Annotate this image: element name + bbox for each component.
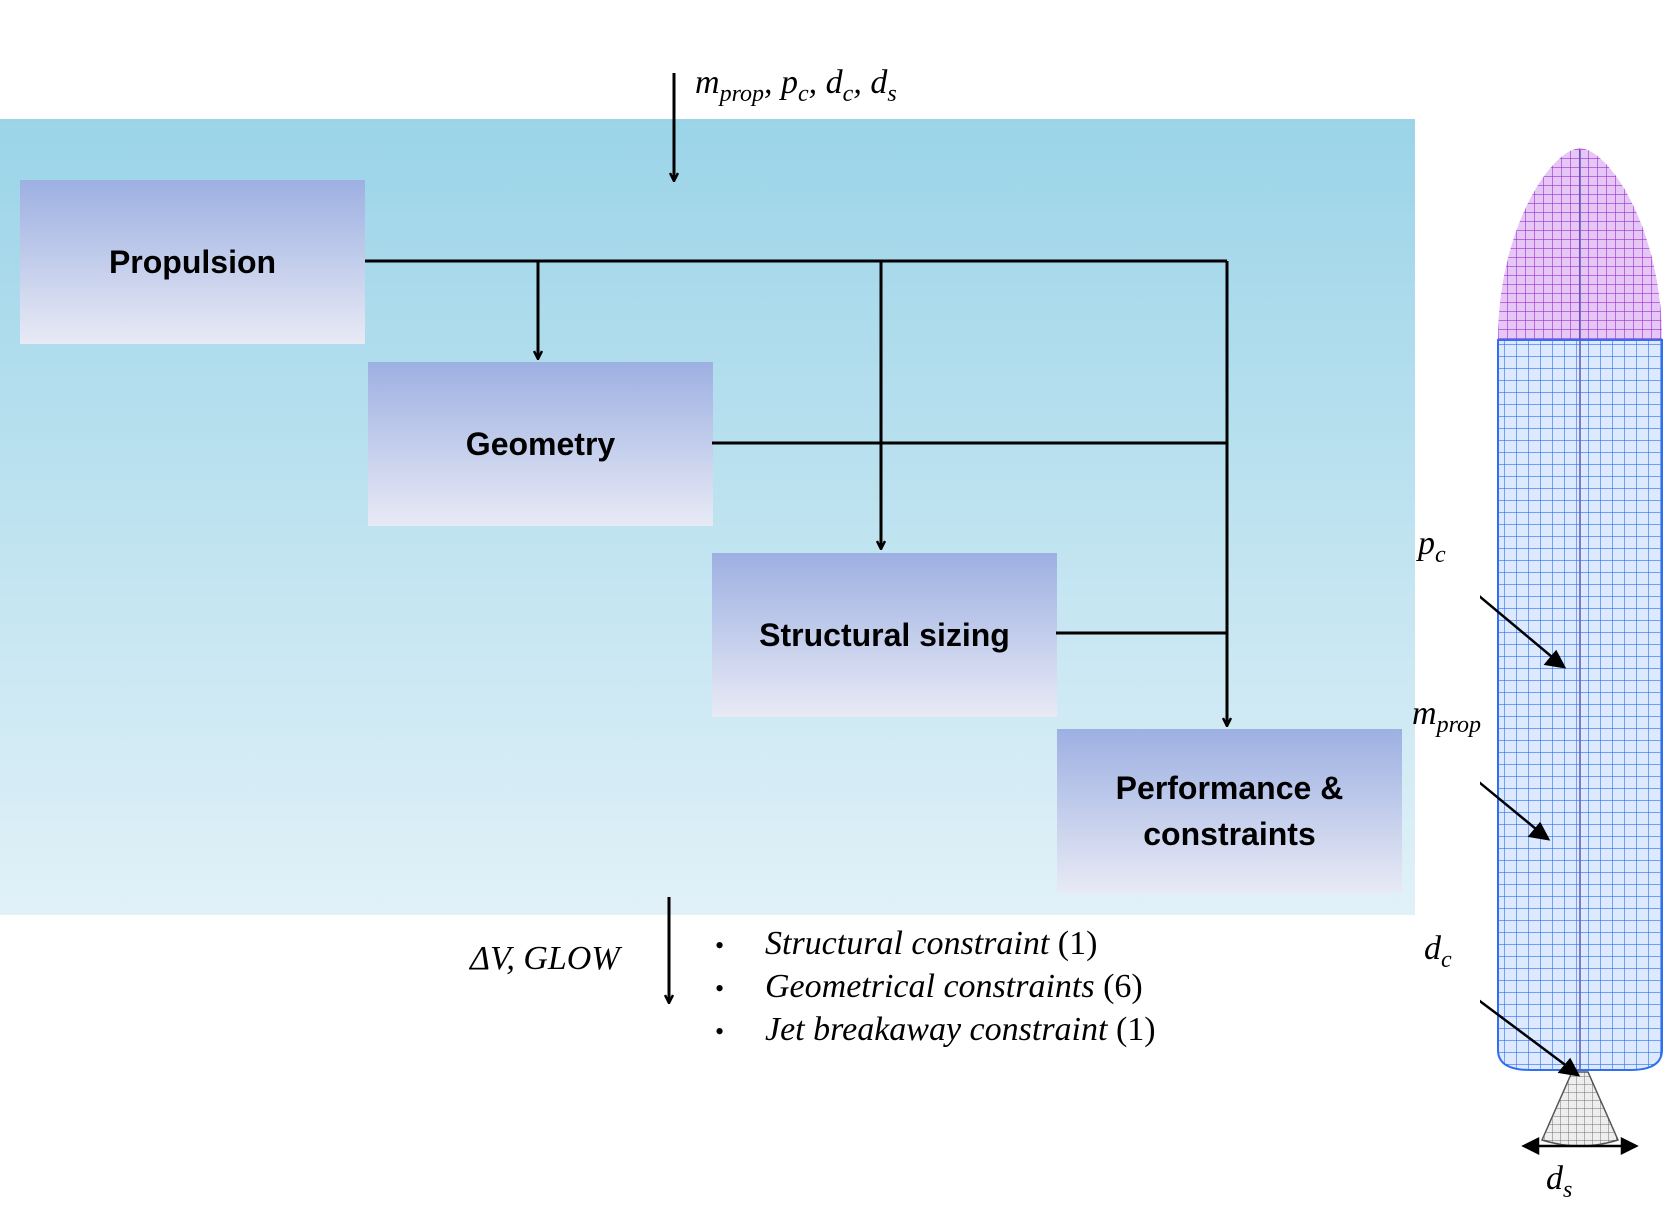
performance-label-line1: Performance & [1115, 770, 1344, 806]
propulsion-label: Propulsion [108, 244, 277, 280]
constraint-item: •Geometrical constraints (6) [715, 968, 1143, 1005]
rocket-mesh-illustration [1480, 148, 1663, 1156]
rocket-nozzle [1540, 1071, 1620, 1147]
ds-arrowhead-right [1620, 1136, 1639, 1156]
dc-arrowhead [1557, 1057, 1581, 1077]
ds-arrowhead-left [1521, 1136, 1540, 1156]
geometry-label: Geometry [465, 426, 616, 462]
structural-sizing-label: Structural sizing [759, 617, 1010, 653]
structural-sizing-block: Structural sizing [712, 553, 1057, 717]
performance-constraints-block: Performance & constraints [1057, 729, 1402, 893]
pc-label: pc [1418, 525, 1446, 568]
mprop-arrowhead [1527, 821, 1551, 841]
pc-arrow [1480, 595, 1559, 663]
mprop-arrow [1480, 781, 1543, 835]
dc-arrow [1480, 999, 1573, 1072]
constraint-item: •Jet breakaway constraint (1) [715, 1011, 1156, 1048]
propulsion-block: Propulsion [20, 180, 365, 344]
constraint-item: •Structural constraint (1) [715, 925, 1098, 962]
output-variables: ΔV, GLOW [470, 940, 620, 977]
performance-label-line2: constraints [1143, 816, 1316, 852]
mprop-label: mprop [1412, 695, 1482, 738]
dc-label: dc [1424, 930, 1452, 973]
input-variables: mprop, pc, dc, ds [695, 64, 897, 107]
ds-label: ds [1546, 1160, 1573, 1203]
constraint-list: •Structural constraint (1) •Geometrical … [715, 925, 1156, 1054]
pc-arrowhead [1543, 649, 1567, 669]
rocket-body [1497, 150, 1663, 1071]
geometry-block: Geometry [368, 362, 713, 526]
